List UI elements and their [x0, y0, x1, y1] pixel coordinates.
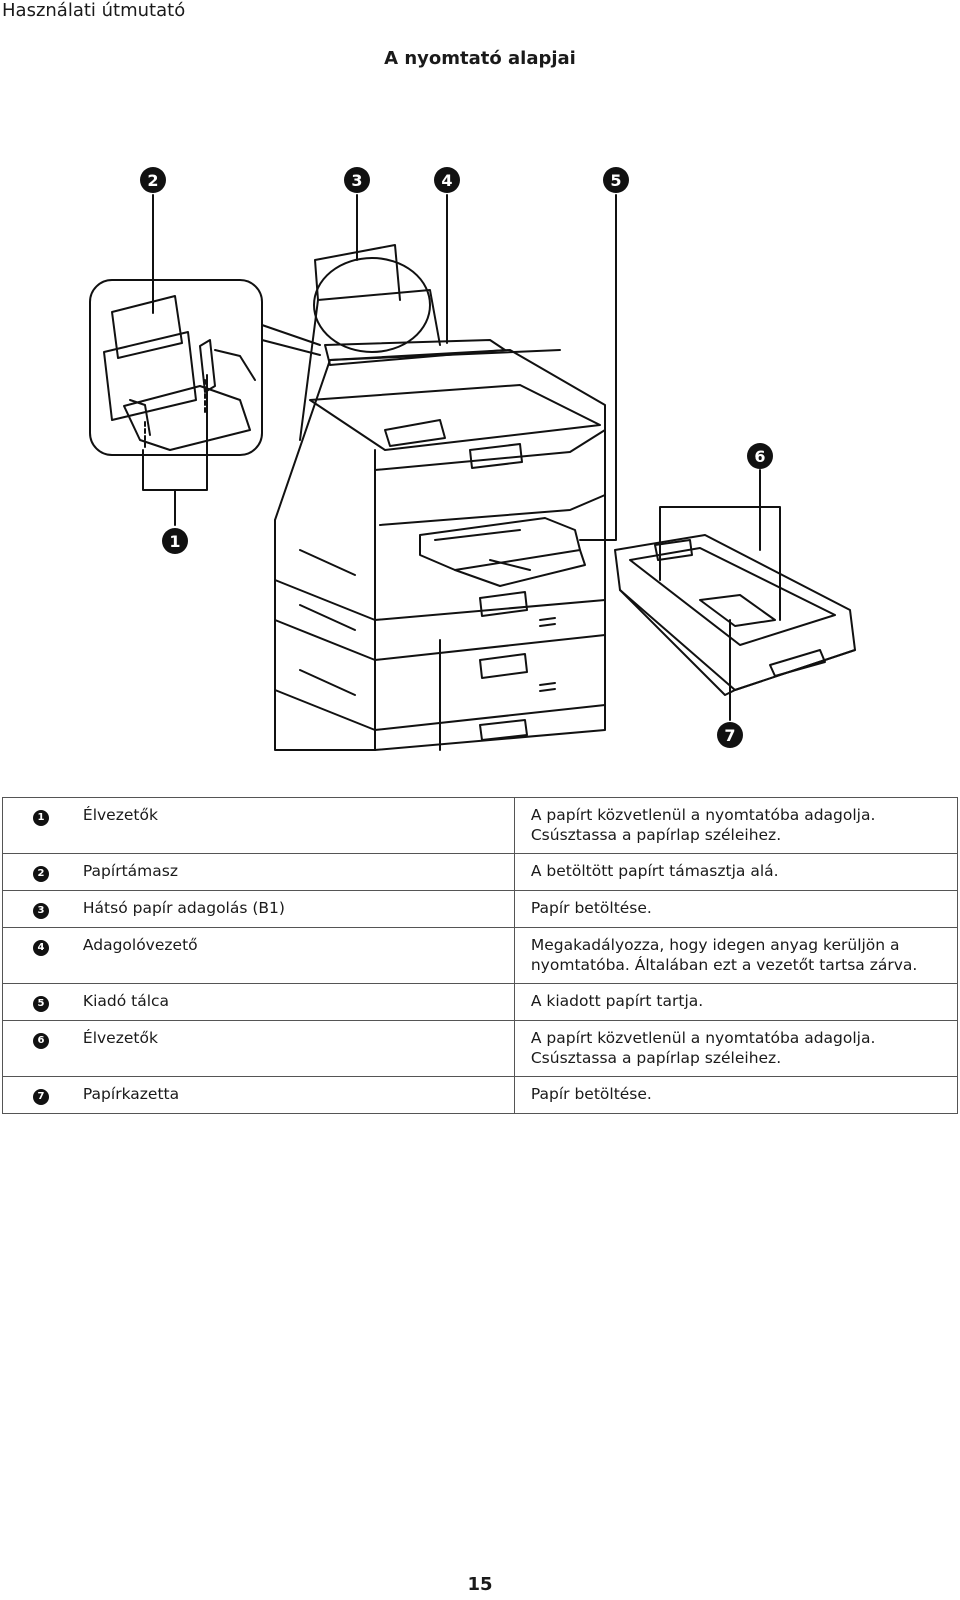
- part-name: Adagolóvezető: [70, 927, 515, 984]
- running-head: Használati útmutató: [2, 0, 186, 21]
- parts-table: 1 Élvezetők A papírt közvetlenül a nyomt…: [1, 797, 959, 1114]
- callout-5: 5: [603, 167, 629, 193]
- part-description: A kiadott papírt tartja.: [513, 983, 959, 1021]
- row-number-badge: 4: [33, 940, 49, 956]
- part-name: Hátsó papír adagolás (B1): [70, 890, 515, 928]
- callout-4: 4: [434, 167, 460, 193]
- callout-7: 7: [717, 722, 743, 748]
- inset-connector: [261, 324, 321, 346]
- callout-1: 1: [162, 528, 188, 554]
- printer-illustration: 2 3 4 5 6 1 7: [0, 150, 960, 790]
- part-name: Élvezetők: [70, 797, 515, 854]
- part-description: A betöltött papírt támasztja alá.: [513, 853, 959, 891]
- table-row: 3 Hátsó papír adagolás (B1) Papír betölt…: [1, 890, 959, 928]
- part-description: Papír betöltése.: [513, 1076, 959, 1114]
- row-number-badge: 2: [33, 866, 49, 882]
- row-number-badge: 3: [33, 903, 49, 919]
- section-title: A nyomtató alapjai: [384, 48, 576, 69]
- part-name: Papírtámasz: [70, 853, 515, 891]
- row-number-badge: 5: [33, 996, 49, 1012]
- page-number: 15: [467, 1574, 493, 1595]
- callout-2: 2: [140, 167, 166, 193]
- row-number-badge: 1: [33, 810, 49, 826]
- printer-drawing: [89, 194, 856, 751]
- table-row: 2 Papírtámasz A betöltött papírt támaszt…: [1, 853, 959, 891]
- row-number-badge: 7: [33, 1089, 49, 1105]
- table-row: 5 Kiadó tálca A kiadott papírt tartja.: [1, 983, 959, 1021]
- part-name: Papírkazetta: [70, 1076, 515, 1114]
- part-name: Élvezetők: [70, 1020, 515, 1077]
- callout-3: 3: [344, 167, 370, 193]
- inset-frame: [89, 279, 263, 456]
- part-description: A papírt közvetlenül a nyomtatóba adagol…: [513, 1020, 959, 1077]
- part-name: Kiadó tálca: [70, 983, 515, 1021]
- table-row: 7 Papírkazetta Papír betöltése.: [1, 1076, 959, 1114]
- row-number-badge: 6: [33, 1033, 49, 1049]
- callout-6: 6: [747, 443, 773, 469]
- table-row: 4 Adagolóvezető Megakadályozza, hogy ide…: [1, 927, 959, 984]
- table-row: 1 Élvezetők A papírt közvetlenül a nyomt…: [1, 797, 959, 854]
- table-row: 6 Élvezetők A papírt közvetlenül a nyomt…: [1, 1020, 959, 1077]
- part-description: Papír betöltése.: [513, 890, 959, 928]
- feeder-circle: [313, 257, 431, 353]
- part-description: A papírt közvetlenül a nyomtatóba adagol…: [513, 797, 959, 854]
- part-description: Megakadályozza, hogy idegen anyag kerülj…: [513, 927, 959, 984]
